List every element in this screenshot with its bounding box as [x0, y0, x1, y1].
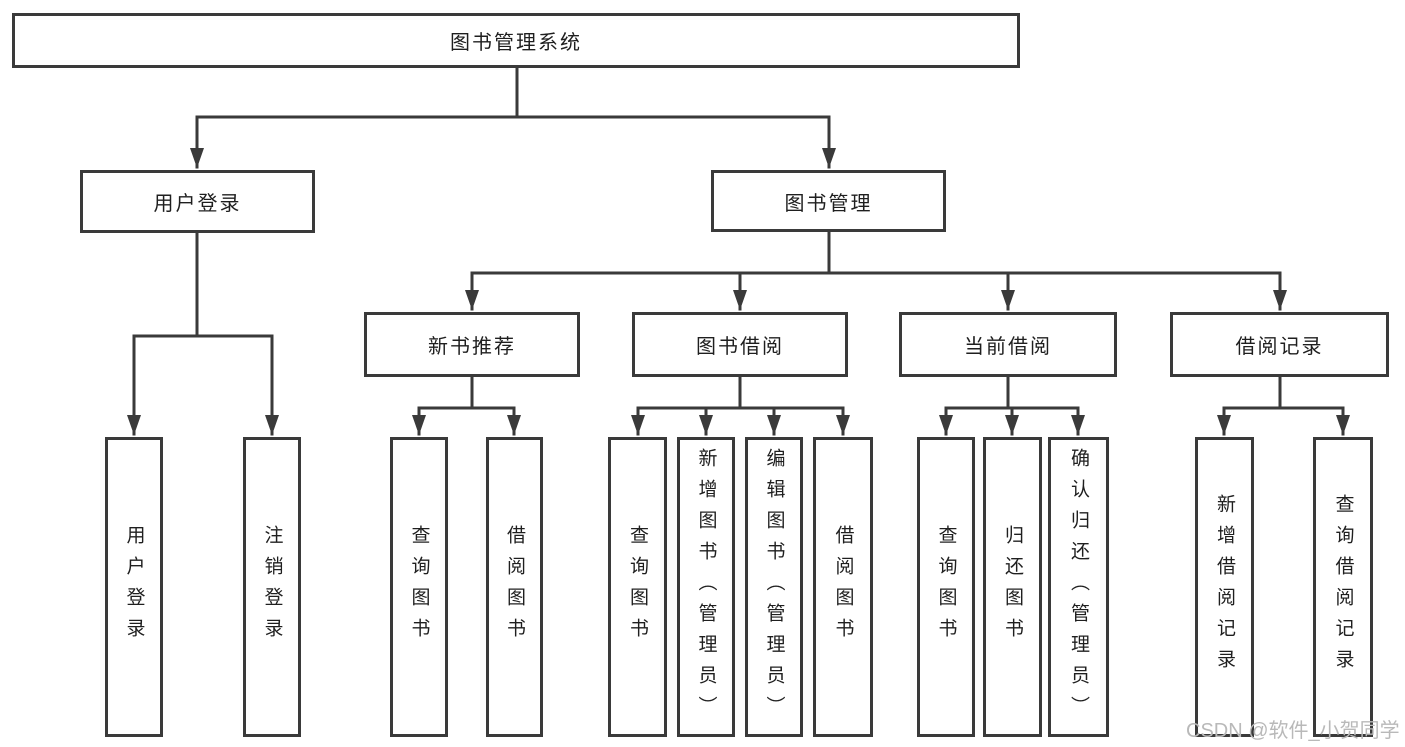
leaf-edit-books-admin: 编辑图书（管理员） [745, 437, 803, 737]
leaf-query-borrow-record: 查询借阅记录 [1313, 437, 1373, 737]
node-user-login-label: 用户登录 [153, 193, 242, 215]
leaf-add-books-admin: 新增图书（管理员） [677, 437, 735, 737]
node-current-borrow-label: 当前借阅 [964, 336, 1052, 358]
leaf-query-books-current: 查询图书 [917, 437, 975, 737]
leaf-query-books-borrow: 查询图书 [608, 437, 667, 737]
leaf-query-books-recommend: 查询图书 [390, 437, 448, 737]
leaf-user-login-label: 用户登录 [123, 525, 145, 649]
node-user-login: 用户登录 [80, 170, 315, 233]
leaf-logout-label: 注销登录 [261, 525, 283, 649]
leaf-query-books-recommend-label: 查询图书 [408, 525, 430, 649]
leaf-borrow-books-recommend: 借阅图书 [486, 437, 543, 737]
node-root-label: 图书管理系统 [450, 32, 582, 54]
node-new-book-recommend-label: 新书推荐 [428, 336, 516, 358]
node-current-borrow: 当前借阅 [899, 312, 1117, 377]
leaf-confirm-return-admin: 确认归还（管理员） [1048, 437, 1109, 737]
node-borrow-records-label: 借阅记录 [1235, 336, 1324, 358]
node-book-borrow-label: 图书借阅 [696, 336, 784, 358]
leaf-edit-books-admin-label: 编辑图书（管理员） [763, 447, 785, 727]
node-root-system: 图书管理系统 [12, 13, 1020, 68]
leaf-user-login: 用户登录 [105, 437, 163, 737]
leaf-add-borrow-record: 新增借阅记录 [1195, 437, 1254, 737]
leaf-borrow-books-label: 借阅图书 [832, 525, 854, 649]
leaf-query-borrow-record-label: 查询借阅记录 [1332, 494, 1354, 680]
leaf-query-books-borrow-label: 查询图书 [627, 525, 648, 649]
leaf-confirm-return-admin-label: 确认归还（管理员） [1068, 447, 1089, 727]
node-book-management: 图书管理 [711, 170, 946, 232]
node-borrow-records: 借阅记录 [1170, 312, 1389, 377]
leaf-add-books-admin-label: 新增图书（管理员） [695, 447, 717, 727]
leaf-borrow-books-recommend-label: 借阅图书 [504, 525, 525, 649]
leaf-logout: 注销登录 [243, 437, 301, 737]
node-new-book-recommend: 新书推荐 [364, 312, 580, 377]
node-book-management-label: 图书管理 [784, 192, 873, 215]
leaf-query-books-current-label: 查询图书 [935, 525, 957, 649]
leaf-return-books-label: 归还图书 [1002, 525, 1023, 649]
leaf-return-books: 归还图书 [983, 437, 1042, 737]
leaf-borrow-books: 借阅图书 [813, 437, 873, 737]
node-book-borrow: 图书借阅 [632, 312, 848, 377]
leaf-add-borrow-record-label: 新增借阅记录 [1214, 494, 1235, 680]
csdn-watermark: CSDN @软件_小贺同学 [1186, 720, 1400, 742]
